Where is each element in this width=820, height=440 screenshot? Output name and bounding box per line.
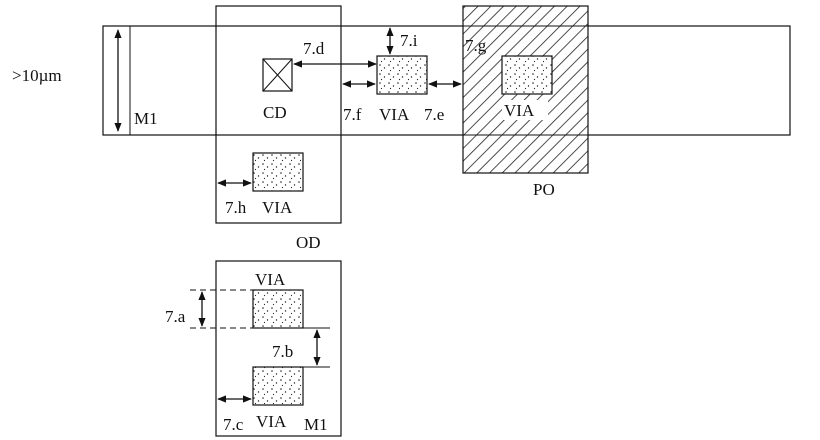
cd-contact-icon [262,58,293,92]
via-top-pair-label: VIA [255,270,286,289]
m1-bottom-label: M1 [304,415,328,434]
rule-7i-label: 7.i [400,31,418,50]
rule-7a-label: 7.a [165,307,186,326]
m1-strip [102,25,791,136]
rule-7d-label: 7.d [303,39,325,58]
rule-7f-label: 7.f [343,105,362,124]
m1-top-label: M1 [134,109,158,128]
via-bottom-of-pair [252,366,304,406]
rule-7g-label: 7.g [465,36,487,55]
od-region [215,5,342,224]
rule-7b-label: 7.b [272,342,293,361]
m1-lower-region [215,260,342,437]
via-on-poly-label: VIA [504,101,535,120]
rule-7c-label: 7.c [223,415,244,434]
via-middle [376,55,428,95]
od-label: OD [296,233,321,252]
cd-label: CD [263,103,287,122]
via-on-poly [501,55,553,95]
via-on-od-label: VIA [262,198,293,217]
via-on-od [252,152,304,192]
po-label: PO [533,180,555,199]
rule-7h-label: 7.h [225,198,247,217]
via-top-of-pair [252,289,304,329]
rule-7e-label: 7.e [424,105,444,124]
via-on-poly-label-backing [502,100,548,120]
height-rule-label: >10µm [12,66,62,85]
via-middle-label: VIA [379,105,410,124]
via-bottom-pair-label: VIA [256,412,287,431]
